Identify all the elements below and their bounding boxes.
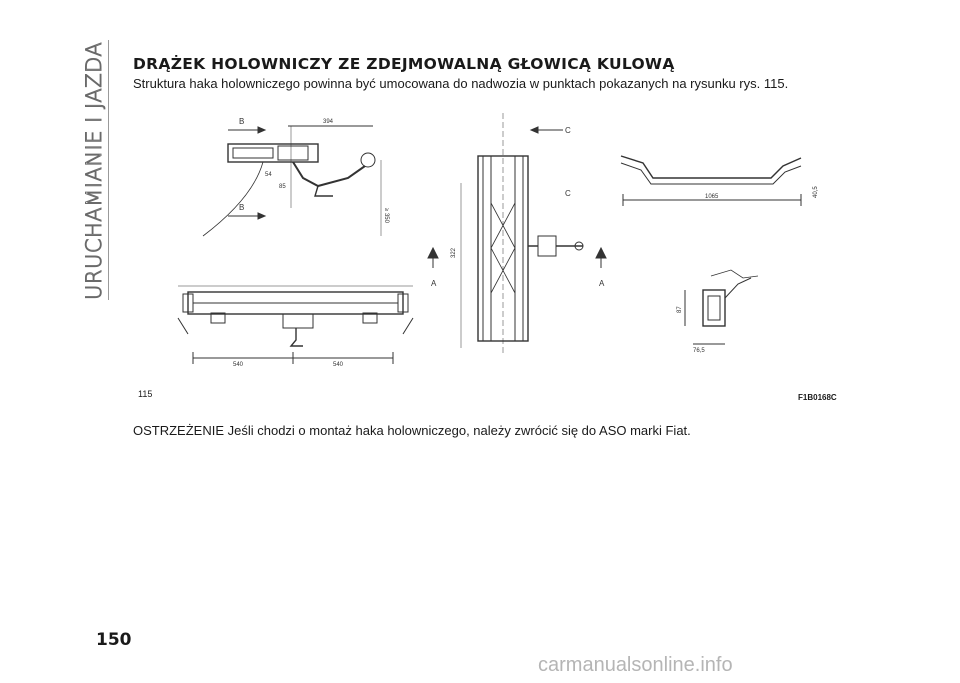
bar-profile-view: 1065 40,5: [620, 155, 819, 206]
label-c-top: C: [565, 126, 571, 135]
label-b-bottom: B: [239, 203, 244, 212]
tow-bar-technical-drawing: B B 394 54 85 ≥ 350 540 540: [177, 113, 819, 368]
label-c-mid: C: [565, 189, 571, 198]
plan-view: C C A A 322: [427, 113, 607, 353]
dim-40-5: 40,5: [813, 186, 819, 198]
dim-540-left: 540: [233, 362, 244, 368]
mounting-detail-view: 87 76,5: [677, 269, 759, 354]
label-b-top: B: [239, 117, 244, 126]
section-heading: DRĄŻEK HOLOWNICZY ZE ZDEJMOWALNĄ GŁOWICĄ…: [133, 55, 675, 73]
side-divider: [108, 40, 109, 300]
dim-540-right: 540: [333, 362, 344, 368]
rear-elevation-view: 540 540: [177, 285, 414, 368]
dim-76-5: 76,5: [693, 348, 705, 354]
intro-paragraph: Struktura haka holowniczego powinna być …: [133, 76, 789, 91]
watermark: carmanualsonline.info: [538, 654, 733, 676]
figure-number: 115: [138, 389, 153, 399]
warning-text: OSTRZEŻENIE Jeśli chodzi o montaż haka h…: [133, 423, 691, 438]
figure-code: F1B0168C: [798, 393, 837, 402]
dim-87: 87: [677, 306, 683, 313]
dim-322: 322: [451, 247, 457, 258]
label-a-left: A: [431, 279, 437, 288]
label-a-right: A: [599, 279, 605, 288]
dim-54: 54: [265, 172, 272, 178]
page-number: 150: [96, 630, 132, 650]
dim-side: ≥ 350: [383, 208, 389, 224]
dim-1065: 1065: [705, 194, 719, 200]
side-section-view: B B 394 54 85 ≥ 350: [202, 117, 389, 237]
section-side-title: URUCHAMIANIE I JAZDA: [82, 41, 107, 300]
dim-394: 394: [323, 119, 334, 125]
dim-85: 85: [279, 184, 286, 190]
